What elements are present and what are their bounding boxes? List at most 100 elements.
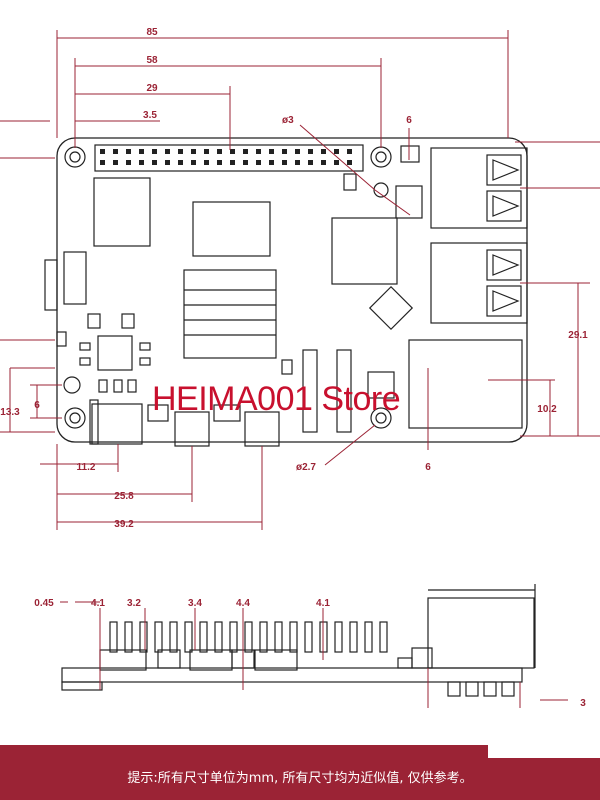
dim-gap-top: 6 [406, 115, 412, 126]
gpio-pin [165, 149, 170, 154]
dim-side-3-4: 3.4 [188, 598, 202, 609]
usb-port-stack-2 [430, 242, 528, 324]
gpio-pin [308, 149, 313, 154]
heatsink-fin [304, 621, 313, 653]
heatsink-fin [259, 621, 268, 653]
watermark: HEIMA001 Store [152, 380, 401, 418]
gpio-pin [178, 160, 183, 165]
gpio-pin [282, 149, 287, 154]
dim-3-5: 3.5 [143, 110, 157, 121]
gpio-pin [282, 160, 287, 165]
dim-side-3-2: 3.2 [127, 598, 141, 609]
gpio-pin [321, 160, 326, 165]
soc-heatsink [183, 269, 277, 359]
pmic-chip [97, 335, 133, 371]
dim-hole-bottom: ø2.7 [296, 462, 316, 473]
gpio-pin [243, 160, 248, 165]
gpio-pin [152, 160, 157, 165]
sd-card-slot [44, 259, 58, 311]
heatsink-fin [349, 621, 358, 653]
dim-13-3: 13.3 [0, 407, 20, 418]
gpio-pin [230, 149, 235, 154]
usb-c-power-port [91, 403, 143, 445]
heatsink-fin [109, 621, 118, 653]
gpio-pin [321, 149, 326, 154]
ram-chip [192, 201, 271, 257]
gpio-pin [139, 160, 144, 165]
heatsink-fin [139, 621, 148, 653]
poe-header [367, 371, 395, 399]
heatsink-fin [379, 621, 388, 653]
usb-port-stack-1 [430, 147, 528, 229]
dim-side-3: 3 [580, 698, 586, 709]
heatsink-fin [124, 621, 133, 653]
heatsink-fin [229, 621, 238, 653]
heatsink-fin [274, 621, 283, 653]
passive-components [56, 145, 423, 393]
gpio-pin [256, 160, 261, 165]
dim-11-2: 11.2 [77, 462, 96, 473]
dim-side-0-45: 0.45 [34, 598, 54, 609]
dim-hole-top: ø3 [282, 115, 294, 126]
side-dimension-lines [60, 601, 568, 708]
gpio-pin [113, 160, 118, 165]
gpio-pin [178, 149, 183, 154]
gpio-pin [100, 149, 105, 154]
dim-39-2: 39.2 [114, 519, 134, 530]
gpio-pin [334, 149, 339, 154]
ethernet-chip [368, 285, 414, 331]
dim-6-left: 6 [34, 400, 40, 411]
dim-side-4-4: 4.4 [236, 598, 250, 609]
gpio-pin [269, 149, 274, 154]
gpio-pin [243, 149, 248, 154]
footer-accent [0, 745, 488, 758]
gpio-pin [191, 149, 196, 154]
gpio-pin [204, 160, 209, 165]
gpio-pin [126, 160, 131, 165]
antenna-pad [373, 182, 389, 198]
display-connector [63, 251, 87, 305]
heatsink-fin [289, 621, 298, 653]
footer-bar [0, 758, 600, 800]
gpio-pin [256, 149, 261, 154]
gpio-pin [152, 149, 157, 154]
heatsink-fin [334, 621, 343, 653]
dim-58: 58 [146, 55, 158, 66]
heatsink-fin [364, 621, 373, 653]
dsi-connector [336, 349, 352, 433]
footer-note: 提示:所有尺寸单位为mm, 所有尺寸均为近似值, 仅供参考。 [127, 771, 473, 786]
dim-85: 85 [146, 27, 158, 38]
heatsink-fin [154, 621, 163, 653]
audio-jack [89, 399, 99, 445]
dim-gap-bottom: 6 [425, 462, 431, 473]
pad-a [147, 404, 169, 422]
side-fins [109, 621, 388, 653]
gpio-pin [100, 160, 105, 165]
heatsink-fin [214, 621, 223, 653]
gpio-header [94, 144, 364, 172]
usb-controller-chip [331, 217, 398, 285]
gpio-pin [269, 160, 274, 165]
gpio-pin [347, 160, 352, 165]
heatsink-fin [184, 621, 193, 653]
csi-connector [302, 349, 318, 433]
gpio-pin [308, 160, 313, 165]
ethernet-port [408, 339, 523, 429]
heatsink-fin [199, 621, 208, 653]
wifi-module [93, 177, 151, 247]
gpio-pin [295, 149, 300, 154]
gpio-pin [113, 149, 118, 154]
gpio-pin [204, 149, 209, 154]
gpio-pin [191, 160, 196, 165]
gpio-pin [347, 149, 352, 154]
gpio-pin [295, 160, 300, 165]
gpio-pin [230, 160, 235, 165]
pad-b [213, 404, 241, 422]
dim-side-4-1-a: 4.1 [91, 598, 105, 609]
heatsink-fins [184, 289, 276, 336]
dim-25-8: 25.8 [114, 491, 134, 502]
run-pad [63, 376, 81, 394]
dim-side-4-1-b: 4.1 [316, 598, 330, 609]
gpio-pin [126, 149, 131, 154]
